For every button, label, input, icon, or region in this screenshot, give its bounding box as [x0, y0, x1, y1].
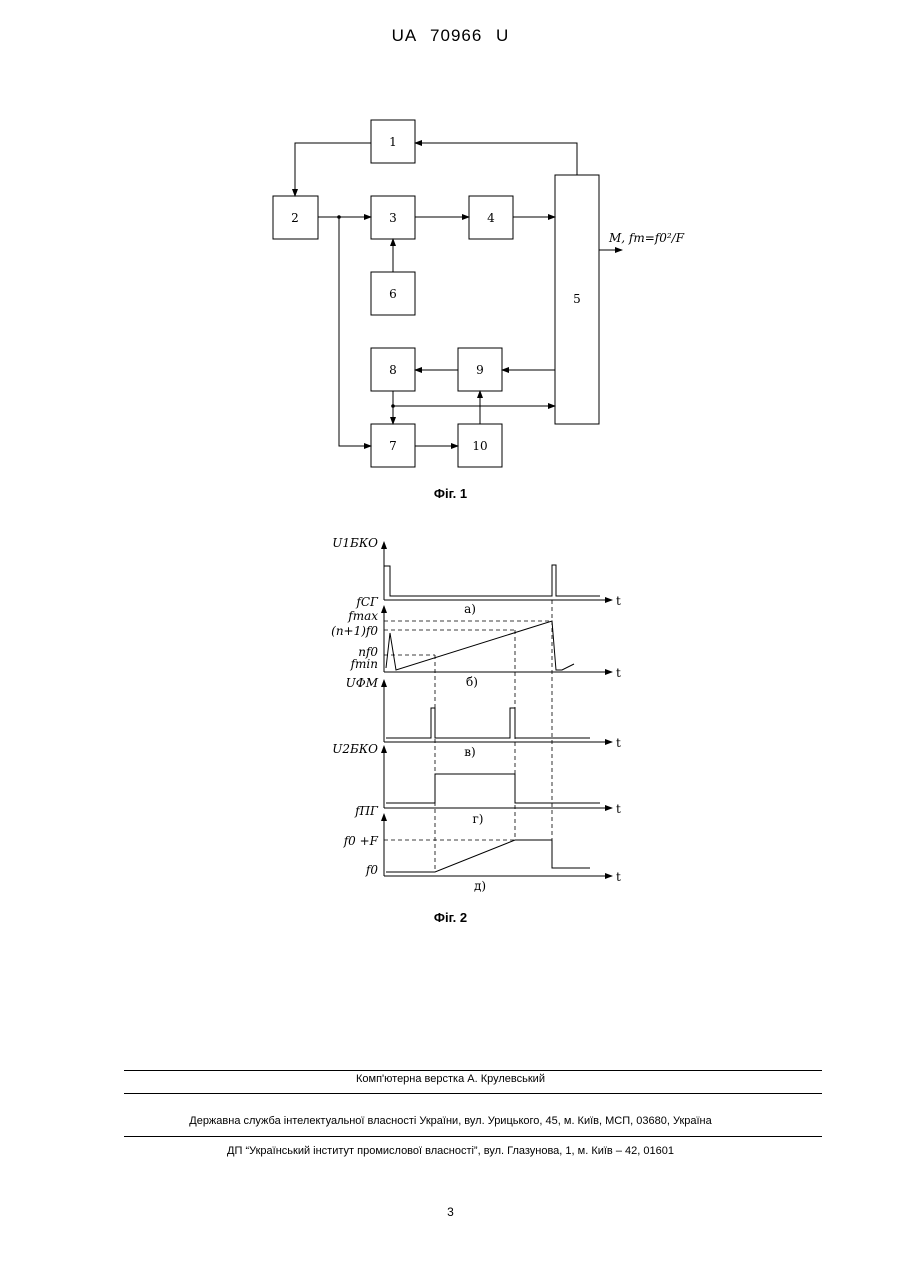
block-label-5: 5 [573, 292, 581, 306]
label-fmax: fmax [347, 609, 378, 623]
fig2-caption: Фіг. 2 [0, 910, 901, 925]
fig1-block-labels: 1 2 3 4 5 6 7 8 9 10 [291, 135, 581, 453]
page-number: 3 [0, 1205, 901, 1219]
fig2-dashes [384, 600, 552, 872]
t-label-d: t [616, 802, 621, 816]
block-label-9: 9 [476, 363, 484, 377]
label-fpg: fПГ [354, 804, 379, 818]
label-f0: f0 [365, 863, 378, 877]
fig1-diagram [273, 120, 622, 467]
sublabel-b: б) [466, 675, 478, 689]
block-label-10: 10 [472, 439, 487, 453]
block-label-8: 8 [389, 363, 397, 377]
fig1-caption: Фіг. 1 [0, 486, 901, 501]
sublabel-a: а) [464, 602, 476, 616]
footer-rule-3 [124, 1136, 822, 1137]
sublabel-c: в) [464, 745, 475, 759]
block-label-6: 6 [389, 287, 397, 301]
label-n1f0: (n+1)f0 [331, 624, 378, 638]
block-label-4: 4 [487, 211, 495, 225]
block-label-1: 1 [389, 135, 397, 149]
fig2-labels: U1БКО fСГ fmax (n+1)f0 nf0 fmin UФМ U2БК… [331, 536, 379, 877]
footer-agency: Державна служба інтелектуальної власност… [0, 1115, 901, 1127]
label-u1bko: U1БКО [332, 536, 378, 550]
t-label-e: t [616, 870, 621, 884]
fig1-dots [337, 215, 395, 408]
label-fmin: fmin [350, 657, 378, 671]
label-u2bko: U2БКО [332, 742, 378, 756]
block-label-3: 3 [389, 211, 397, 225]
t-label-c: t [616, 736, 621, 750]
footer-institute: ДП “Український інститут промислової вла… [0, 1145, 901, 1157]
footer-rule-2 [124, 1093, 822, 1094]
sublabel-e: д) [474, 879, 486, 893]
footer-rule-1 [124, 1070, 822, 1071]
label-ufm: UФМ [346, 676, 379, 690]
t-label-b: t [616, 666, 621, 680]
fig2-axes [384, 542, 612, 876]
output-label: M, fm=f0²/F [608, 231, 685, 245]
t-label-a: t [616, 594, 621, 608]
label-f0F: f0 +F [343, 834, 379, 848]
block-label-2: 2 [291, 211, 299, 225]
sublabel-d: г) [473, 812, 484, 826]
fig2-t-labels: t t t t t [616, 594, 621, 884]
footer-typesetter: Комп'ютерна верстка А. Крулевський [0, 1073, 901, 1085]
fig2-signals [384, 565, 600, 872]
label-fsg: fСГ [355, 595, 379, 609]
block-label-7: 7 [389, 439, 397, 453]
